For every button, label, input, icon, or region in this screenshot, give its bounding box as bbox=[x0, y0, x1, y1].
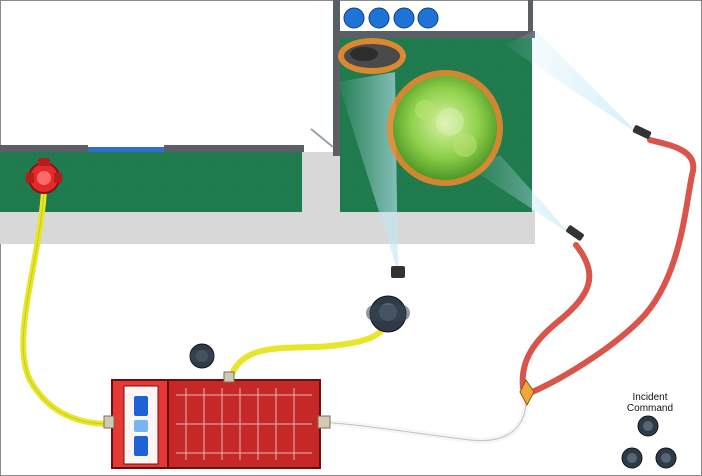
fire-engine-icon bbox=[103, 371, 331, 469]
tree-icon bbox=[387, 70, 503, 186]
gate bbox=[310, 128, 334, 148]
inlet-connector bbox=[103, 415, 115, 429]
incident-command-label-line1: Incident bbox=[632, 392, 667, 403]
wall bbox=[333, 0, 340, 156]
firefighter-icon bbox=[366, 295, 410, 333]
water-barrel-icon bbox=[417, 7, 439, 29]
water-barrel-icon bbox=[368, 7, 390, 29]
firefighter-icon bbox=[621, 447, 643, 469]
fire-hydrant-icon bbox=[26, 158, 62, 194]
attack-hose-red bbox=[529, 137, 697, 395]
attack-hose-red bbox=[519, 242, 593, 391]
attack-hose-yellow bbox=[227, 317, 393, 383]
outlet-connector bbox=[317, 415, 331, 429]
nozzle-icon bbox=[391, 125, 652, 278]
fire-icon bbox=[338, 38, 406, 74]
water-spray bbox=[338, 30, 640, 272]
wall bbox=[164, 145, 304, 152]
water-barrel-icon bbox=[343, 7, 365, 29]
outlet-connector bbox=[223, 371, 235, 383]
firefighter-icon bbox=[637, 415, 659, 437]
pavement bbox=[0, 152, 535, 244]
wall bbox=[333, 31, 535, 38]
firefighter-icon bbox=[655, 447, 677, 469]
incident-command: Incident Command bbox=[621, 392, 677, 469]
wye-connector-icon bbox=[519, 379, 535, 407]
wall bbox=[528, 0, 533, 34]
incident-command-label-line2: Command bbox=[627, 403, 673, 414]
wall bbox=[0, 145, 88, 152]
supply-hose-white bbox=[315, 399, 529, 444]
window bbox=[88, 147, 164, 152]
water-barrel-icon bbox=[393, 7, 415, 29]
water-barrel-row bbox=[343, 7, 439, 29]
firefighter-icon bbox=[189, 343, 215, 369]
